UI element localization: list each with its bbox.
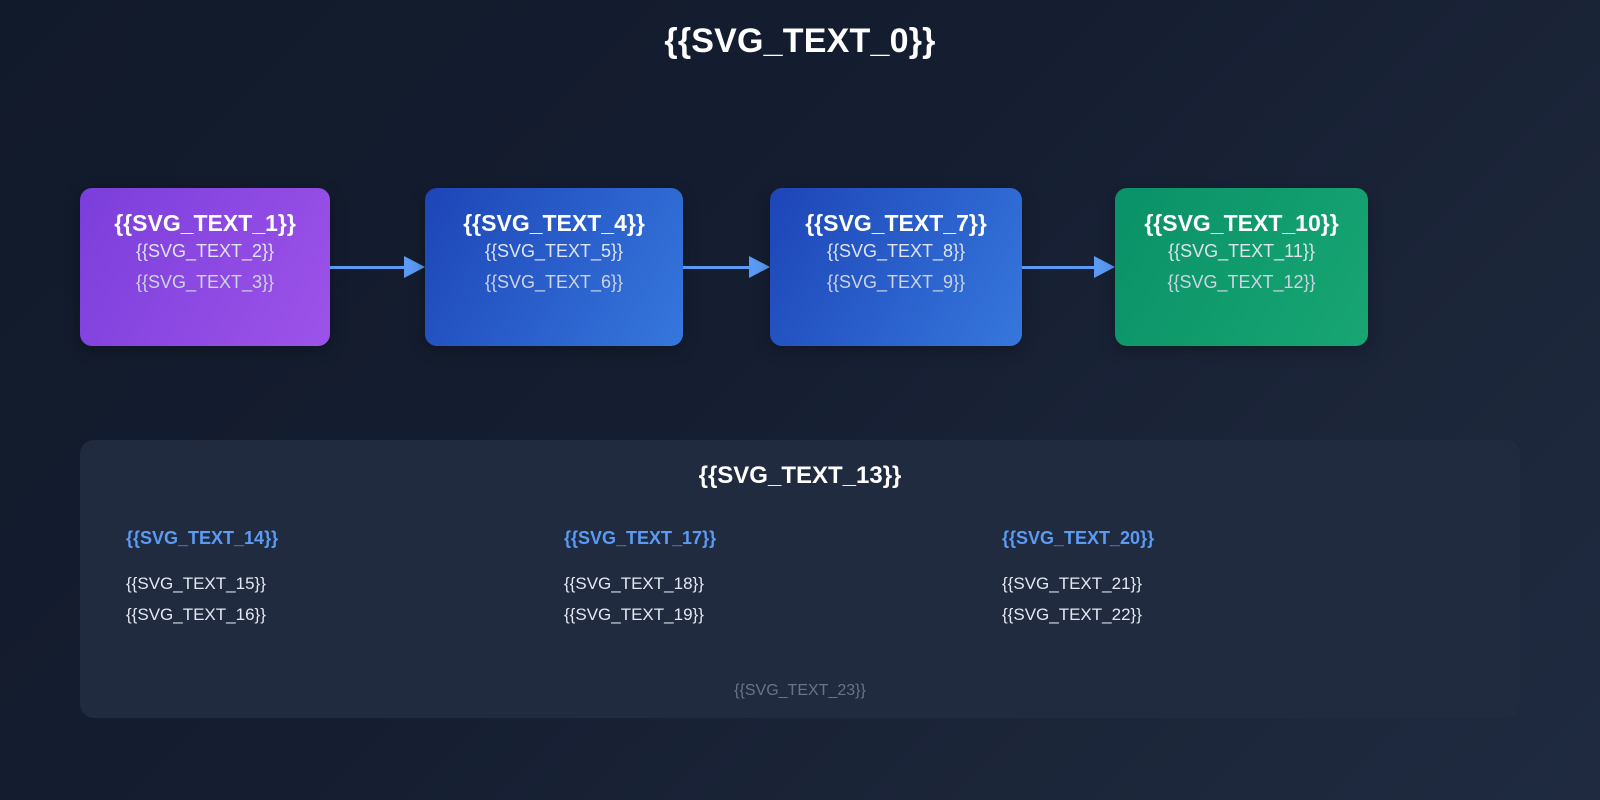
detail-panel-title: {{SVG_TEXT_13}}	[698, 462, 902, 489]
flow-stage-detail-line-2: {{SVG_TEXT_9}}	[826, 272, 966, 293]
flow-stage-title: {{SVG_TEXT_10}}	[1144, 210, 1339, 236]
flow-stage-card-4[interactable]: {{SVG_TEXT_10}} {{SVG_TEXT_11}} {{SVG_TE…	[1115, 188, 1368, 346]
arrow-head-icon	[404, 256, 425, 278]
pipeline-flow-diagram: {{SVG_TEXT_1}} {{SVG_TEXT_2}} {{SVG_TEXT…	[80, 188, 1520, 346]
detail-column-heading: {{SVG_TEXT_20}}	[1002, 528, 1155, 548]
flow-stage-title: {{SVG_TEXT_4}}	[463, 210, 645, 236]
detail-column-line-2: {{SVG_TEXT_16}}	[126, 604, 266, 624]
arrow-head-icon	[749, 256, 770, 278]
detail-column-line-1: {{SVG_TEXT_15}}	[126, 574, 266, 593]
flow-stage-detail-line-1: {{SVG_TEXT_5}}	[484, 241, 624, 262]
detail-column-2: {{SVG_TEXT_17}} {{SVG_TEXT_18}} {{SVG_TE…	[564, 528, 1002, 631]
flow-stage-card-2[interactable]: {{SVG_TEXT_4}} {{SVG_TEXT_5}} {{SVG_TEXT…	[425, 188, 683, 346]
detail-column-3: {{SVG_TEXT_20}} {{SVG_TEXT_21}} {{SVG_TE…	[1002, 528, 1440, 631]
flow-stage-card-3[interactable]: {{SVG_TEXT_7}} {{SVG_TEXT_8}} {{SVG_TEXT…	[770, 188, 1022, 346]
detail-column-1: {{SVG_TEXT_14}} {{SVG_TEXT_15}} {{SVG_TE…	[126, 528, 564, 631]
arrow-shaft	[330, 265, 404, 269]
flow-stage-detail-line-1: {{SVG_TEXT_11}}	[1168, 241, 1315, 262]
detail-column-line-1: {{SVG_TEXT_21}}	[1002, 574, 1142, 593]
detail-column-heading: {{SVG_TEXT_17}}	[564, 528, 717, 548]
flow-stage-detail-line-2: {{SVG_TEXT_3}}	[135, 272, 275, 293]
arrow-stage-3-to-4	[1022, 256, 1115, 278]
arrow-shaft	[1022, 265, 1094, 269]
page-title: {{SVG_TEXT_0}}	[664, 22, 936, 60]
detail-column-heading: {{SVG_TEXT_14}}	[126, 528, 279, 548]
flow-stage-detail-line-1: {{SVG_TEXT_2}}	[135, 241, 275, 262]
arrow-stage-1-to-2	[330, 256, 425, 278]
detail-column-line-2: {{SVG_TEXT_22}}	[1002, 604, 1142, 624]
flow-stage-title: {{SVG_TEXT_1}}	[114, 210, 296, 236]
detail-panel-footer-note: {{SVG_TEXT_23}}	[734, 682, 866, 699]
flow-stage-title: {{SVG_TEXT_7}}	[805, 210, 987, 236]
arrow-shaft	[683, 265, 749, 269]
detail-panel: {{SVG_TEXT_13}} {{SVG_TEXT_14}} {{SVG_TE…	[80, 440, 1520, 718]
detail-column-line-1: {{SVG_TEXT_18}}	[564, 574, 704, 593]
detail-column-line-2: {{SVG_TEXT_19}}	[564, 604, 704, 624]
detail-panel-columns: {{SVG_TEXT_14}} {{SVG_TEXT_15}} {{SVG_TE…	[126, 528, 1476, 631]
arrow-head-icon	[1094, 256, 1115, 278]
flow-stage-detail-line-2: {{SVG_TEXT_6}}	[484, 272, 624, 293]
flow-stage-card-1[interactable]: {{SVG_TEXT_1}} {{SVG_TEXT_2}} {{SVG_TEXT…	[80, 188, 330, 346]
arrow-stage-2-to-3	[683, 256, 770, 278]
flow-stage-detail-line-2: {{SVG_TEXT_12}}	[1167, 272, 1316, 293]
flow-stage-detail-line-1: {{SVG_TEXT_8}}	[826, 241, 966, 262]
